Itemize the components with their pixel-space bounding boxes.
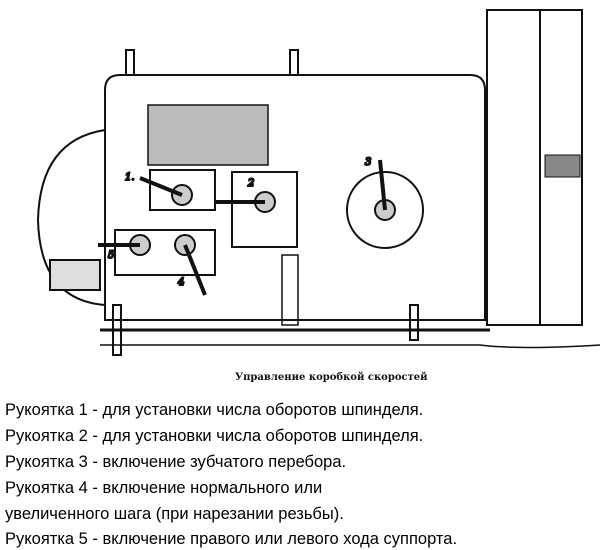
description-line: Рукоятка 4 - включение нормального или xyxy=(5,479,323,497)
handle-3-dial xyxy=(346,171,424,249)
panel-1 xyxy=(149,169,216,211)
panel-45 xyxy=(114,229,216,276)
speed-plate xyxy=(147,104,269,166)
gearbox-drawing: 1. 2 3 4 5 xyxy=(36,9,600,356)
description-line: увеличенного шага (при нарезании резьбы)… xyxy=(5,505,344,523)
figure-caption: Управление коробкой скоростей xyxy=(235,372,428,383)
description-line: Рукоятка 1 - для установки числа оборото… xyxy=(5,401,424,419)
panel-2 xyxy=(231,171,298,248)
description-line: Рукоятка 3 - включение зубчатого перебор… xyxy=(5,453,347,471)
label-3: 3 xyxy=(365,157,371,168)
label-5: 5 xyxy=(108,250,114,261)
label-1: 1. xyxy=(125,172,135,183)
spindle-boss xyxy=(36,129,106,306)
label-4: 4 xyxy=(177,277,184,288)
description-line: Рукоятка 2 - для установки числа оборото… xyxy=(5,427,424,445)
label-2: 2 xyxy=(247,178,254,189)
description-line: Рукоятка 5 - включение правого или левог… xyxy=(5,530,458,548)
